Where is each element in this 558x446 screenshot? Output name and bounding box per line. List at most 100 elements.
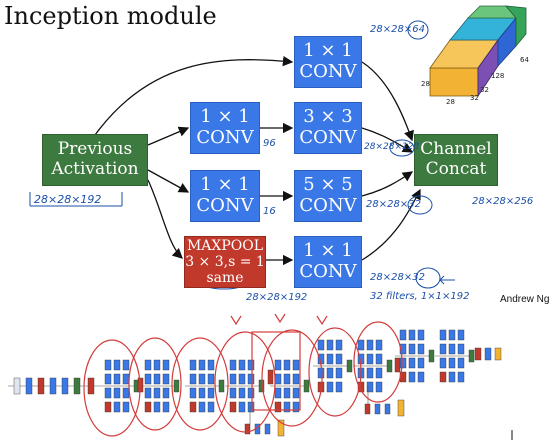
inception-layer — [317, 339, 325, 351]
inception-layer — [153, 401, 161, 413]
inception-layer — [238, 373, 246, 385]
conv-1x1-bottleneck-5: 1 × 1 CONV — [190, 170, 260, 222]
cube-label-32b: 32 — [480, 86, 489, 94]
conv-size-label: 1 × 1 — [200, 174, 250, 196]
inception-layer — [366, 339, 374, 351]
maxpool-params: 3 × 3,s = 1 — [185, 253, 265, 270]
inception-layer — [399, 343, 407, 355]
inception-layer — [104, 373, 112, 385]
inception-layer — [162, 387, 170, 399]
conv-label: CONV — [196, 195, 254, 216]
maxpool-padding: same — [206, 270, 244, 287]
annotation-concat-out: 28×28×256 — [472, 196, 534, 207]
conv-size-label: 3 × 3 — [303, 106, 353, 128]
conv-1x1-bottleneck-3: 1 × 1 CONV — [190, 102, 260, 154]
arrow-3x3-to-concat — [361, 127, 414, 153]
red-arrow-mark — [316, 315, 328, 326]
inception-layer — [144, 401, 152, 413]
inception-layer — [189, 387, 197, 399]
module-highlight-circle — [261, 329, 323, 427]
inception-layer — [247, 401, 255, 413]
concat-label-2: Concat — [425, 159, 487, 179]
final-pool — [474, 347, 482, 361]
inception-layer — [153, 387, 161, 399]
inception-layer — [274, 401, 282, 413]
inception-layer — [357, 339, 365, 351]
red-arrow-mark — [230, 315, 242, 326]
inception-layer — [335, 367, 343, 379]
stem-layer — [73, 377, 81, 395]
inception-layer — [417, 357, 425, 369]
inception-layer — [417, 329, 425, 341]
conv-label: CONV — [299, 261, 357, 282]
inception-layer — [439, 343, 447, 355]
inception-layer — [229, 359, 237, 371]
cube-label-128: 128 — [491, 72, 504, 80]
previous-label-2: Activation — [51, 159, 139, 179]
inception-layer — [375, 367, 383, 379]
inception-layer — [229, 387, 237, 399]
conv-label: CONV — [196, 127, 254, 148]
inception-layer — [448, 343, 456, 355]
conv-1x1-branch: 1 × 1 CONV — [294, 36, 362, 88]
inception-layer — [189, 359, 197, 371]
inception-layer — [417, 371, 425, 383]
module-highlight-circle — [83, 339, 141, 437]
annotation-out-5x5: 28×28×32 — [366, 199, 421, 210]
annotation-out-1x1: 28×28×64 — [370, 24, 425, 35]
inception-layer — [326, 353, 334, 365]
inception-layer — [104, 359, 112, 371]
inception-layer — [198, 387, 206, 399]
inception-layer — [162, 401, 170, 413]
annotation-96: 96 — [263, 138, 276, 149]
stem-layer — [37, 377, 45, 395]
module-highlight-circle — [308, 327, 362, 417]
inception-layer — [399, 329, 407, 341]
inception-layer — [439, 329, 447, 341]
inception-layer — [189, 401, 197, 413]
previous-label-1: Previous — [57, 139, 133, 160]
inception-layer — [408, 343, 416, 355]
inception-layer — [189, 373, 197, 385]
inception-layer — [283, 359, 291, 371]
annotation-16: 16 — [263, 206, 276, 217]
channel-concat-block: Channel Concat — [414, 134, 498, 186]
inception-layer — [274, 373, 282, 385]
arrow-1x1-to-concat — [361, 61, 414, 142]
inception-layer — [292, 401, 300, 413]
inception-layer — [448, 371, 456, 383]
inception-layer — [457, 371, 465, 383]
inception-layer — [207, 373, 215, 385]
output-volume-cube: 28 28 64 128 32 32 — [421, 5, 529, 106]
conv-3x3-branch: 3 × 3 CONV — [294, 102, 362, 154]
conv-1x1-pool-branch: 1 × 1 CONV — [294, 236, 362, 288]
inception-layer — [292, 387, 300, 399]
inception-layer — [247, 387, 255, 399]
aux-fc — [384, 403, 391, 415]
inception-layer — [113, 359, 121, 371]
concat-layer — [303, 379, 310, 393]
inception-layer — [113, 401, 121, 413]
inception-layer — [113, 387, 121, 399]
concat-layer — [386, 359, 393, 373]
annotation-filters-note: 32 filters, 1×1×192 — [370, 291, 470, 302]
concat-layer — [428, 349, 435, 363]
aux-pool — [364, 403, 371, 415]
inception-layer — [238, 387, 246, 399]
conv-label: CONV — [299, 195, 357, 216]
inception-layer — [439, 357, 447, 369]
inception-layer — [292, 373, 300, 385]
concat-layer — [173, 379, 180, 393]
arrow-prev-to-maxpool — [147, 179, 183, 259]
annotation-input-size: 28×28×192 — [34, 193, 102, 206]
inception-layer — [207, 387, 215, 399]
inception-layer — [408, 371, 416, 383]
out5-circle — [407, 195, 433, 215]
stem-layer — [87, 377, 95, 395]
inception-layer — [283, 373, 291, 385]
conv-size-label: 1 × 1 — [303, 240, 353, 262]
inception-layer — [153, 373, 161, 385]
conv-label: CONV — [299, 127, 357, 148]
